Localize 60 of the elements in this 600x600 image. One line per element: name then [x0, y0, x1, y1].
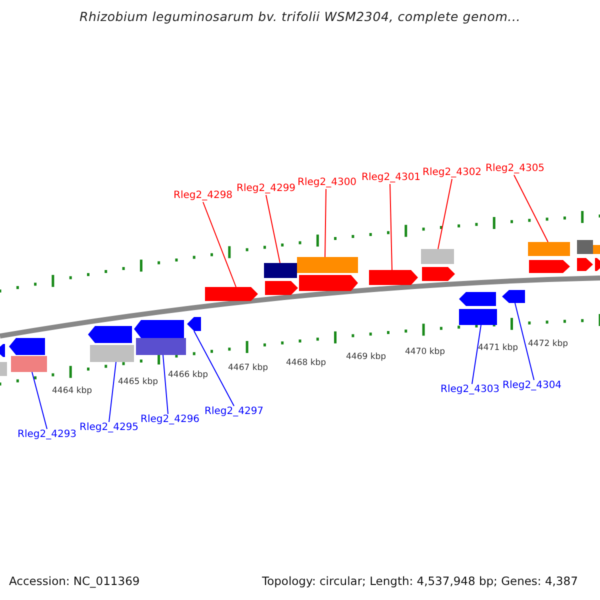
gene-feature	[187, 317, 201, 331]
gene-label: Rleg2_4299	[236, 184, 296, 194]
gene-label: Rleg2_4298	[174, 191, 233, 201]
scale-label: 4464 kbp	[52, 387, 92, 396]
gene-feature	[529, 260, 570, 273]
genome-info-text: Topology: circular; Length: 4,537,948 bp; Genes: 4,387	[262, 576, 578, 588]
leader-line	[32, 372, 48, 430]
scale-label: 4465 kbp	[118, 378, 158, 386]
gene-label: Rleg2_4305	[486, 164, 545, 174]
leader-line	[202, 202, 236, 288]
gene-label: Rleg2_4302	[422, 168, 482, 178]
scale-label: 4470 kbp	[405, 348, 446, 356]
scale-label: 4471 kbp	[478, 344, 518, 352]
leader-line	[438, 178, 452, 250]
gene-feature	[265, 281, 298, 295]
scale-label: 4466 kbp	[168, 371, 208, 380]
gene-label: Rleg2_4303	[440, 385, 500, 395]
scale-label: 4467 kbp	[228, 364, 268, 372]
leader-line	[162, 354, 168, 414]
leader-line	[194, 330, 234, 406]
gene-feature	[9, 338, 45, 355]
scale-label: 4469 kbp	[346, 353, 386, 362]
leader-line	[472, 324, 482, 384]
leader-line	[514, 174, 548, 242]
gene-bar	[577, 240, 593, 254]
gene-bar	[136, 338, 186, 355]
gene-label: Rleg2_4295	[80, 423, 139, 433]
title: Rhizobium leguminosarum bv. trifolii WSM2304, complete genom...	[78, 11, 522, 24]
accession-text: Accession: NC_011369	[9, 576, 140, 588]
leader-line	[390, 184, 392, 270]
gene-bar	[264, 263, 297, 278]
scale-label: 4468 kbp	[286, 359, 326, 368]
gene-feature	[422, 267, 455, 281]
gene-feature	[134, 320, 184, 338]
gene-bar	[11, 356, 47, 372]
gene-label: Rleg2_4293	[18, 430, 77, 440]
leader-line	[108, 362, 116, 422]
gene-feature	[502, 290, 525, 303]
gene-label: Rleg2_4297	[204, 407, 264, 417]
gene-bar	[528, 242, 570, 256]
gene-feature	[577, 258, 593, 271]
gene-label: Rleg2_4301	[362, 173, 421, 183]
gene-feature	[0, 344, 5, 357]
leader-line	[324, 188, 326, 258]
gene-feature	[369, 270, 418, 285]
gene-bar	[421, 249, 454, 264]
gene-bar	[459, 309, 497, 325]
gene-label: Rleg2_4296	[140, 415, 200, 425]
gene-bar	[0, 362, 7, 376]
gene-feature	[205, 287, 258, 301]
gene-feature	[595, 258, 600, 271]
gene-label: Rleg2_4304	[502, 381, 562, 391]
gene-feature	[459, 292, 496, 306]
gene-label: Rleg2_4300	[298, 178, 357, 188]
scale-label: 4472 kbp	[528, 340, 568, 348]
leader-line	[266, 194, 280, 264]
gene-bar	[297, 257, 358, 273]
leader-line	[514, 302, 534, 380]
gene-feature	[88, 326, 132, 343]
gene-bar	[90, 345, 134, 362]
